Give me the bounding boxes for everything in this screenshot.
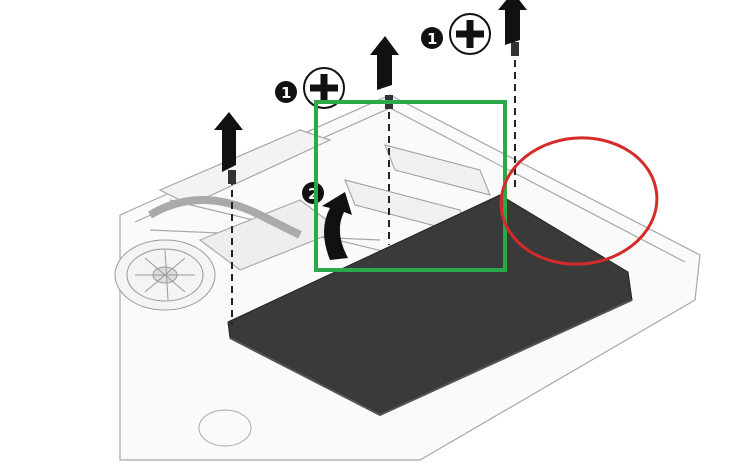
- lift-arrows: [214, 0, 527, 172]
- screw-icon: [511, 42, 519, 56]
- svg-text:1: 1: [281, 84, 291, 102]
- screw-guides: [231, 48, 516, 325]
- speaker: [198, 409, 252, 447]
- callout-step-1-left: 1: [275, 67, 345, 109]
- screw-icon: [228, 170, 236, 184]
- svg-text:1: 1: [427, 30, 437, 48]
- callout-step-2: 2: [302, 182, 324, 204]
- red-highlight-circle: [499, 136, 659, 266]
- arrow-up-icon: [370, 36, 399, 90]
- arrow-up-icon: [498, 0, 527, 45]
- fan: [114, 239, 216, 311]
- svg-text:2: 2: [308, 185, 318, 203]
- battery: [227, 194, 633, 417]
- arrow-up-icon: [214, 112, 243, 172]
- heat-pipe: [147, 196, 302, 239]
- callout-step-1-right: 1: [421, 13, 491, 55]
- curved-lift-arrow-icon: [322, 192, 352, 260]
